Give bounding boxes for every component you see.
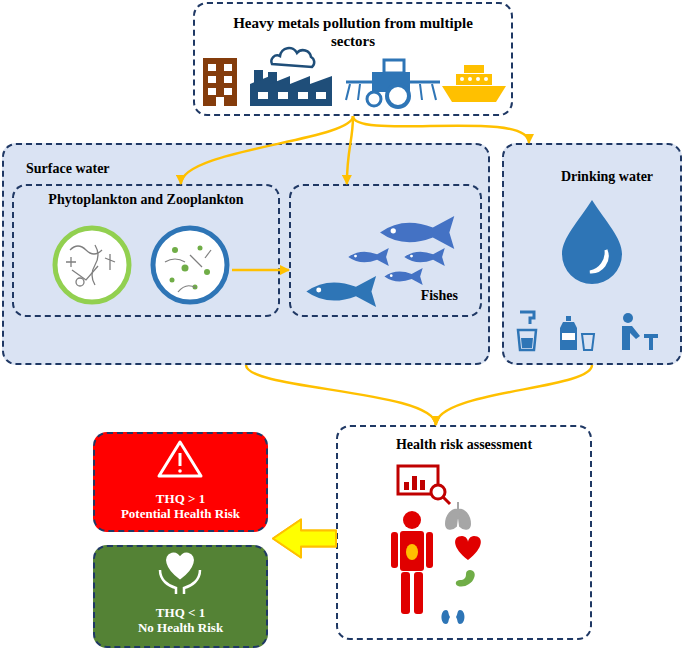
lungs-icon [446,502,470,529]
heart-icon [455,536,481,560]
chart-magnifier-icon [398,466,450,504]
heart-hands-icon [160,554,200,594]
drinking-icons [518,312,658,350]
node-title: Health risk assessment [396,437,532,454]
building-icon [203,58,237,106]
node-title: THQ > 1 [156,491,205,507]
result-arrow [273,520,336,558]
node-text: No Health Risk [138,620,223,636]
source-box: Heavy metals pollution from multiple sec… [193,2,513,116]
result-box: THQ < 1No Health Risk [93,545,268,648]
factory-icon [250,48,332,106]
flow-arrow [246,365,436,425]
group-box: Phytoplankton and Zooplankton [12,184,280,317]
kidneys-icon [442,610,465,624]
ship-icon [442,65,506,102]
zooplankton-circle [153,228,227,302]
node-text: Potential Health Risk [121,506,240,522]
region-box: Drinking water [502,143,682,365]
node-title: Fishes [421,288,458,305]
flow-arrow [353,116,529,143]
result-box: THQ > 1Potential Health Risk [93,432,268,532]
human-body-icon [391,511,433,614]
node-title: Drinking water [561,169,653,186]
water-drop-icon [562,200,622,284]
stomach-icon [456,570,475,587]
node-title: Surface water [26,161,110,178]
flow-arrow [232,269,289,272]
phytoplankton-circle [55,228,129,302]
node-title: Heavy metals pollution from multiple sec… [228,14,478,50]
flow-arrow [347,116,353,184]
result-arrow [273,520,336,558]
node-title: Phytoplankton and Zooplankton [48,192,243,209]
flow-arrow [436,365,592,425]
region-box: Surface waterPhytoplankton and Zooplankt… [2,143,490,365]
warning-icon [159,442,201,476]
group-box: Fishes [289,184,482,317]
node-title: THQ < 1 [156,605,205,621]
flow-arrow [181,116,353,184]
fish-icons [306,216,454,307]
process-box: Health risk assessment [336,425,592,640]
sprayer-tractor-icon [346,60,440,107]
